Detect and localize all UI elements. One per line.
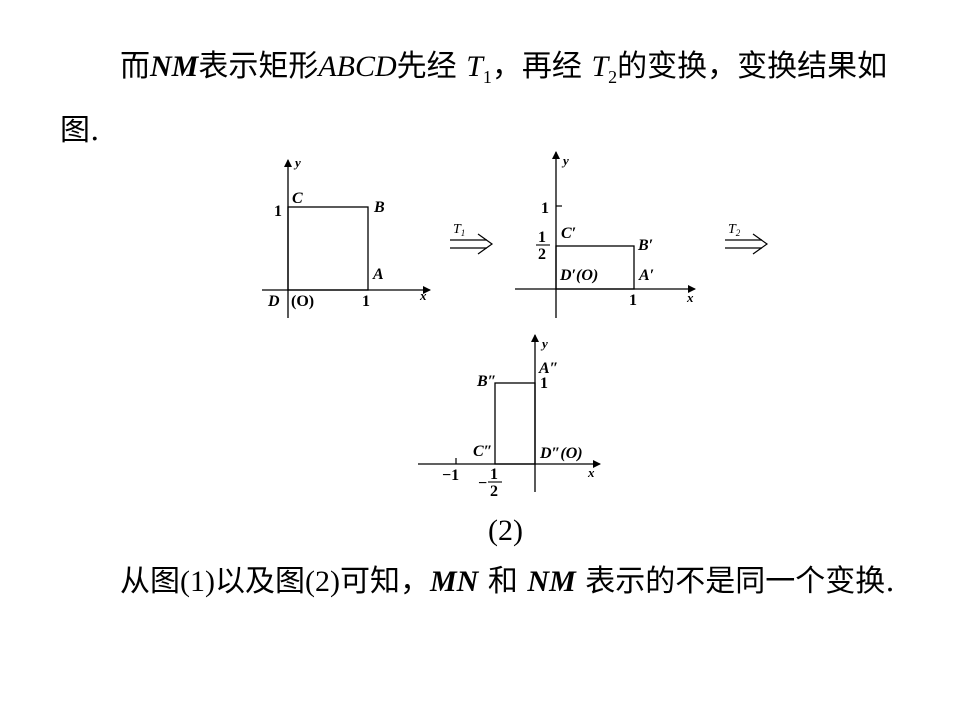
vertex-B-prime: B′: [637, 237, 653, 254]
rectangle-A2B2C2D2-shape: [494, 382, 536, 465]
vertex-C: C: [292, 190, 303, 207]
text-segment: 和: [487, 564, 518, 599]
text-segment: 表示矩形: [198, 49, 319, 84]
tick-y-half-denominator: 2: [538, 246, 546, 263]
tick-x-minus-1: −1: [442, 467, 459, 484]
text-segment: 可知，: [339, 564, 430, 599]
arrow-T2-letter: T2: [728, 222, 741, 238]
tick-x-minus-half-numerator: 1: [490, 466, 498, 483]
transform-T1: T: [466, 50, 483, 83]
tick-y-half-numerator: 1: [538, 229, 546, 246]
y-axis-label: y: [561, 153, 569, 168]
text-segment: 以及图: [214, 564, 305, 599]
vertex-C-double-prime: C″: [473, 443, 493, 460]
transform-T2-subscript: 2: [608, 67, 618, 87]
arrow-T1: T1: [450, 222, 494, 255]
rectangle-ABCD-shape: [287, 206, 369, 291]
transform-T1-subscript: 1: [482, 67, 492, 87]
text-segment: ，再经: [491, 49, 582, 84]
origin-label: (O): [291, 293, 314, 310]
x-axis-label: x: [686, 290, 694, 305]
text-segment: 先经: [396, 49, 457, 84]
paragraph-2: 从图(1)以及图(2)可知，MN 和 NM 表示的不是同一个变换.: [60, 555, 900, 609]
y-axis-label: y: [540, 336, 548, 351]
paragraph-1: 而NM表示矩形ABCD先经 T1，再经 T2的变换，变换结果如图.: [60, 40, 900, 158]
panel-2-after-T1: x y 1 1 2 C′ B′ A′ D′(O) 1: [515, 151, 696, 318]
tick-x-1: 1: [629, 292, 637, 309]
figure-ref-2: (2): [304, 565, 340, 598]
rectangle-A1B1C1D1-shape: [555, 245, 635, 290]
matrix-NM: NM: [150, 50, 199, 83]
text-segment: 表示的不是同一个变换.: [585, 564, 895, 599]
tick-y-1: 1: [540, 375, 548, 392]
figure-ref-1: (1): [180, 565, 215, 598]
tick-x-minus-half-sign: −: [478, 475, 487, 492]
transform-T2: T: [591, 50, 609, 83]
tick-x-minus-half-denominator: 2: [490, 483, 498, 500]
vertex-C-prime: C′: [561, 225, 576, 242]
vertex-D-prime-origin: D′(O): [559, 267, 598, 284]
y-axis-label: y: [293, 155, 301, 170]
text-segment: 从图: [120, 564, 180, 599]
tick-y-1: 1: [274, 203, 282, 220]
x-axis-label: x: [419, 288, 427, 303]
arrow-T1-letter: T1: [453, 222, 465, 238]
matrix-NM: NM: [527, 565, 576, 598]
text-segment: 的变换，变换结果如图.: [60, 49, 888, 148]
panel-3-after-T2: x y A″ 1 B″ C″ D″(O) −1 − 1 2: [418, 334, 601, 500]
text-segment: 而: [120, 49, 150, 84]
vertex-A-double-prime: A″: [538, 360, 559, 377]
vertex-B-double-prime: B″: [476, 373, 497, 390]
vertex-D-double-prime-origin: D″(O): [539, 445, 583, 462]
panel-1-original-rectangle: x y C B A D (O) 1 1: [262, 155, 431, 318]
rectangle-ABCD: ABCD: [318, 50, 397, 83]
figure-caption: (2): [488, 514, 523, 547]
vertex-A: A: [372, 266, 384, 283]
tick-y-1: 1: [541, 200, 549, 217]
x-axis-label: x: [587, 465, 595, 480]
vertex-D: D: [267, 293, 280, 310]
arrow-T2: T2: [725, 222, 769, 255]
vertex-A-prime: A′: [638, 267, 654, 284]
tick-x-1: 1: [362, 293, 370, 310]
matrix-MN: MN: [429, 565, 479, 598]
vertex-B: B: [373, 199, 385, 216]
